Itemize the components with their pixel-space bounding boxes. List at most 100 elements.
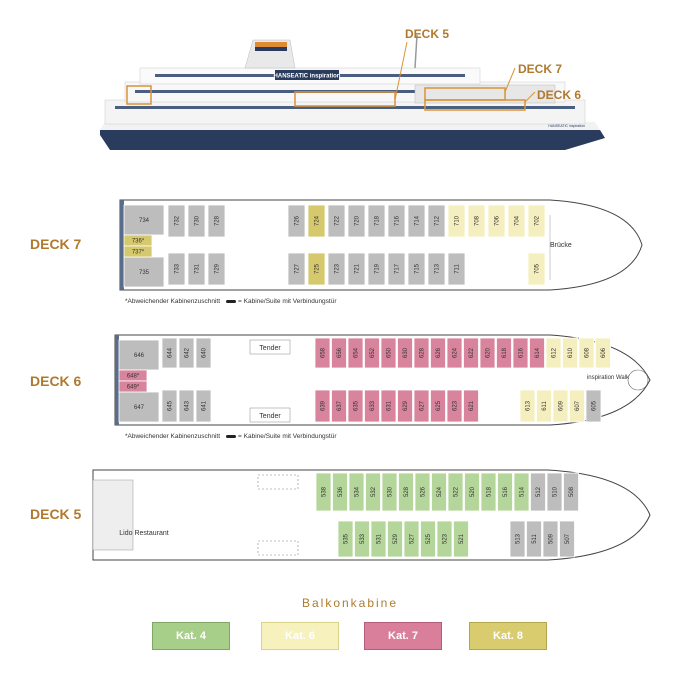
cabin-number: 710	[455, 215, 461, 226]
cabin-number: 611	[542, 401, 548, 411]
cabin	[314, 389, 331, 423]
cabin-number: 704	[515, 215, 521, 226]
cabin-number: 521	[459, 533, 465, 544]
cabin	[347, 389, 364, 423]
cabin-number: 732	[175, 215, 181, 226]
cabin-number: 536	[338, 486, 344, 497]
cabin-number: 726	[295, 215, 301, 226]
cabin	[446, 337, 463, 369]
cabin	[507, 204, 526, 238]
legend-kat6: Kat. 6	[261, 622, 339, 650]
cabin-number: 635	[354, 400, 360, 411]
cabin	[463, 389, 479, 423]
hull-name: HANSEATIC inspiration	[274, 74, 341, 80]
cabin	[480, 472, 497, 512]
legend-kat6-label: Kat. 6	[285, 630, 315, 642]
cabin-number: 644	[168, 347, 174, 358]
cabin	[546, 472, 563, 512]
cabin	[427, 252, 446, 286]
cabin-number: 642	[185, 347, 191, 358]
cabin-number: 649*	[127, 385, 140, 391]
deck7-note: *Abweichender Kabinenzuschnitt= Kabine/S…	[125, 298, 337, 305]
cabin-number: 646	[134, 353, 145, 359]
cabin-number: 609	[559, 400, 565, 411]
cabin	[569, 389, 585, 423]
cabin-number: 637	[337, 400, 343, 411]
cabin	[529, 337, 545, 369]
cabin	[364, 389, 380, 423]
cabin-number: 624	[453, 347, 459, 358]
cabin-number: 613	[526, 400, 532, 411]
cabin	[397, 337, 413, 369]
cabin-number: 606	[601, 347, 607, 358]
cabin	[387, 204, 406, 238]
cabin-number: 731	[195, 263, 201, 274]
cabin	[331, 389, 347, 423]
connecting-door-icon	[226, 299, 237, 303]
cabin	[187, 252, 206, 286]
deck7-bridge: Brücke	[550, 242, 572, 249]
cabin-number: 641	[202, 400, 208, 411]
cabin	[314, 337, 331, 369]
cabin	[381, 472, 398, 512]
cabin	[545, 337, 562, 369]
cabin-number: 525	[426, 533, 432, 544]
cabin-number: 723	[335, 263, 341, 274]
cabin	[430, 389, 446, 423]
cabin-number: 623	[453, 400, 459, 411]
cabin-number: 715	[415, 263, 421, 274]
cabin	[167, 204, 186, 238]
cabin	[496, 337, 512, 369]
inspiration-walk: inspiration Walk	[587, 375, 630, 381]
ship-label-deck5: DECK 5	[405, 27, 450, 41]
cabin-number: 527	[410, 533, 416, 544]
cabin	[347, 252, 366, 286]
legend-kat4: Kat. 4	[152, 622, 230, 650]
cabin	[195, 389, 212, 423]
cabin	[364, 337, 380, 369]
cabin	[287, 204, 306, 238]
deck7-note-text: *Abweichender Kabinenzuschnitt	[125, 298, 221, 305]
lido-restaurant: Lido Restaurant	[119, 530, 168, 537]
cabin	[512, 337, 529, 369]
cabin-number: 728	[215, 215, 221, 226]
cabin	[178, 337, 195, 369]
cabin	[123, 256, 165, 288]
cabin-number: 647	[134, 405, 145, 411]
cabin-number: 529	[393, 533, 399, 544]
cabin-number: 711	[455, 264, 461, 274]
cabin-number: 520	[470, 486, 476, 497]
cabin	[414, 472, 431, 512]
ship-label-deck6: DECK 6	[537, 88, 582, 102]
cabin	[370, 520, 387, 558]
cabin-number: 648*	[127, 374, 140, 380]
tender-bottom: Tender	[259, 413, 281, 420]
cabin	[530, 472, 546, 512]
cabin-number: 724	[315, 215, 321, 226]
cabin	[332, 472, 348, 512]
cabin-number: 524	[437, 486, 443, 497]
cabin	[195, 337, 212, 369]
cabin-number: 722	[335, 215, 341, 226]
cabin-number: 628	[420, 347, 426, 358]
cabin-number: 643	[185, 400, 191, 411]
cabin	[207, 252, 226, 286]
legend-title: Balkonkabine	[301, 596, 399, 610]
cabin	[403, 520, 420, 558]
cabin-number: 630	[403, 347, 409, 358]
cabin	[447, 472, 464, 512]
cabin-number: 514	[520, 486, 526, 497]
cabin-number: 650	[387, 347, 393, 358]
cabin	[526, 520, 542, 558]
cabin	[327, 204, 346, 238]
cabin	[453, 520, 469, 558]
cabin-number: 735	[139, 270, 150, 276]
cabin	[380, 337, 397, 369]
cabin	[161, 337, 178, 369]
cabin	[542, 520, 559, 558]
deck5-title: DECK 5	[30, 506, 82, 522]
cabin	[464, 472, 480, 512]
deck7-title: DECK 7	[30, 236, 82, 252]
